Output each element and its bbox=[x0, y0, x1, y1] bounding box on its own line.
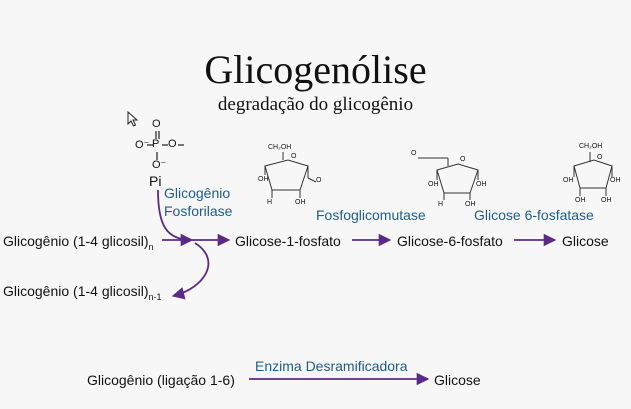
g6p-h: H bbox=[438, 201, 444, 208]
arrow-phosphorylase-curve bbox=[157, 189, 194, 247]
g6p-oh-left: OH bbox=[428, 181, 439, 188]
metabolite-glicogenio-n-base: Glicogênio (1-4 glicosil) bbox=[3, 233, 149, 249]
slide-subtitle: degradação do glicogênio bbox=[217, 94, 414, 115]
g1p-oh-left: OH bbox=[258, 176, 269, 183]
enzyme-desramificadora: Enzima Desramificadora bbox=[255, 358, 408, 374]
glc-o: O bbox=[597, 154, 603, 161]
g1p-o: O bbox=[291, 153, 297, 160]
metabolite-glicogenio-ligacao-1-6: Glicogênio (ligação 1-6) bbox=[87, 372, 235, 388]
metabolite-glicose-1-fosfato: Glicose-1-fosfato bbox=[235, 233, 341, 249]
metabolite-glicogenio-n-subscript: n bbox=[148, 242, 154, 252]
mouse-cursor-icon bbox=[127, 111, 139, 127]
g6p-oh-right: OH bbox=[476, 181, 487, 188]
metabolite-glicose-6-fosfato: Glicose-6-fosfato bbox=[397, 233, 503, 249]
glc-oh-left: OH bbox=[563, 177, 574, 184]
metabolite-glicose: Glicose bbox=[562, 233, 609, 249]
g6p-o: O bbox=[460, 156, 466, 163]
g1p-phosphate: O bbox=[316, 177, 322, 184]
glc-ch2oh: CH₂OH bbox=[579, 143, 603, 150]
enzyme-glicogenio-fosforilase-line2: Fosforilase bbox=[164, 203, 233, 219]
phosphate-o-bottom: O⁻ bbox=[152, 159, 167, 171]
g1p-h: H bbox=[267, 199, 273, 206]
g1p-ch2oh: CH₂OH bbox=[268, 144, 292, 151]
phosphate-p: P bbox=[152, 138, 160, 150]
metabolite-glicogenio-n-1-subscript: n-1 bbox=[148, 292, 162, 302]
phosphate-o-right: O bbox=[168, 138, 177, 150]
metabolite-glicogenio-n-1-base: Glicogênio (1-4 glicosil) bbox=[3, 283, 149, 299]
phosphate-label: Pi bbox=[149, 173, 162, 189]
metabolite-glicose-b: Glicose bbox=[434, 372, 481, 388]
phosphate-o-top: O bbox=[152, 118, 161, 130]
enzyme-fosfoglicomutase: Fosfoglicomutase bbox=[316, 207, 426, 223]
glc-oh-right: OH bbox=[610, 177, 621, 184]
g6p-phosphate: O bbox=[411, 150, 417, 157]
metabolite-glicogenio-n: Glicogênio (1-4 glicosil)n bbox=[3, 233, 154, 252]
glc-oh-bottom-right: OH bbox=[601, 197, 612, 204]
phosphate-o-left: O⁻ bbox=[135, 139, 150, 151]
enzyme-glicogenio-fosforilase-line1: Glicogênio bbox=[164, 185, 231, 201]
slide-title: Glicogenólise bbox=[204, 47, 427, 92]
glc-oh-bottom-left: OH bbox=[575, 197, 586, 204]
g1p-oh-bottom: OH bbox=[295, 199, 306, 206]
metabolite-glicogenio-n-1: Glicogênio (1-4 glicosil)n-1 bbox=[3, 283, 162, 302]
enzyme-glicose-6-fosfatase: Glicose 6-fosfatase bbox=[474, 207, 594, 223]
arrow-to-glicogenio-n-1 bbox=[171, 242, 210, 300]
g6p-oh-bottom: OH bbox=[465, 201, 476, 208]
